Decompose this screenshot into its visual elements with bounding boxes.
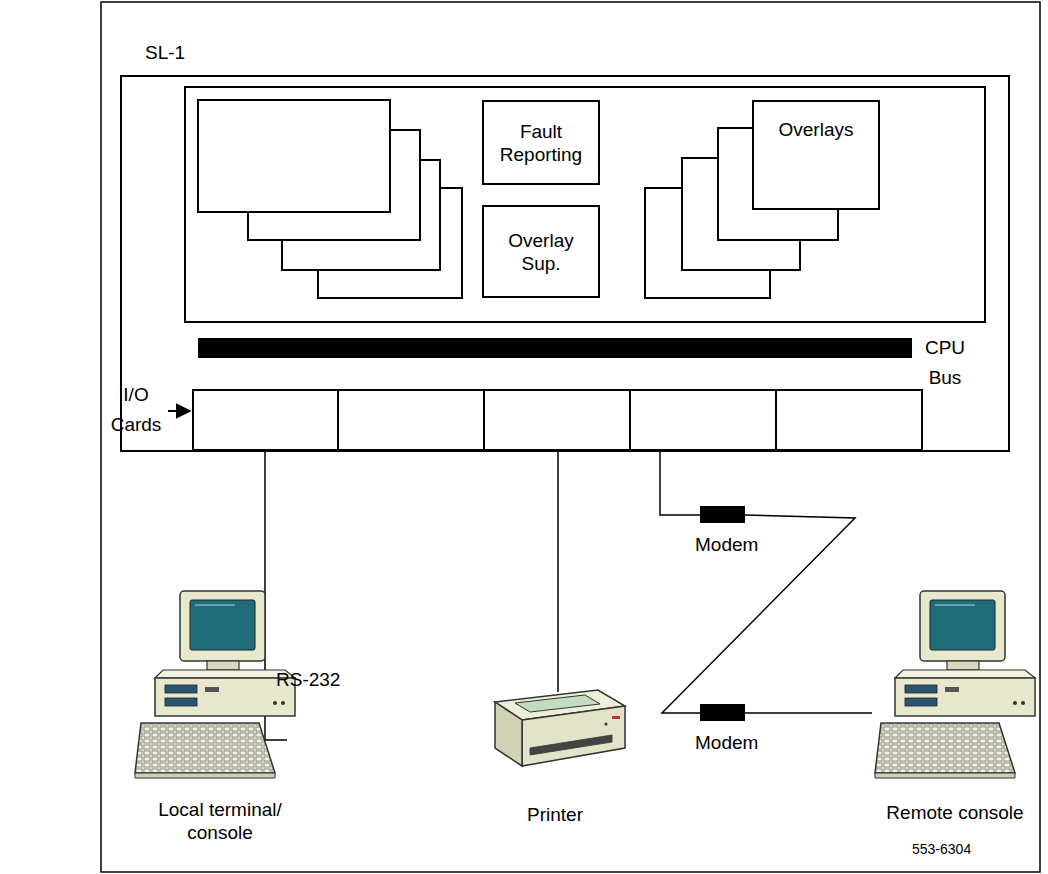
interface-label: RS-232	[276, 668, 356, 691]
cards-label: I/O Cards	[106, 380, 166, 440]
modem-label: Modem	[695, 731, 775, 754]
software-area	[185, 87, 985, 322]
node-label: Overlay Sup.	[490, 229, 592, 275]
device-node: Printer	[470, 690, 640, 830]
node-label: Remote console	[886, 801, 1023, 824]
printer-icon	[495, 690, 625, 766]
wires	[265, 450, 872, 740]
system-name: SL-1	[145, 41, 185, 64]
pointer-arrow	[168, 410, 190, 412]
process-box: Fault Reporting	[482, 100, 600, 185]
process-box: Overlay Sup.	[482, 205, 600, 298]
modem-label: Modem	[695, 533, 775, 556]
remote-console-icon	[875, 591, 1035, 778]
node-label: Local terminal/ console	[129, 798, 311, 844]
device-node: Remote console	[865, 590, 1045, 828]
device-node: Local terminal/ console	[125, 580, 315, 848]
bus-label: CPU Bus	[915, 333, 975, 393]
figure-number: 553-6304	[912, 840, 1002, 858]
system-box: SL-1Fault ReportingOverlay Sup.Overlays	[120, 75, 1010, 452]
local-terminal-icon	[135, 591, 295, 778]
node-label: Printer	[527, 803, 583, 826]
modem-symbol	[700, 506, 745, 523]
io-cards	[193, 390, 922, 450]
process-box: Overlays	[752, 100, 880, 210]
node-label: Fault Reporting	[490, 120, 592, 166]
node-label: Overlays	[779, 118, 854, 141]
page-frame	[101, 2, 1040, 872]
process-stack	[198, 100, 462, 298]
cpu-bus-bar	[198, 338, 912, 358]
modem-symbol	[700, 704, 745, 721]
